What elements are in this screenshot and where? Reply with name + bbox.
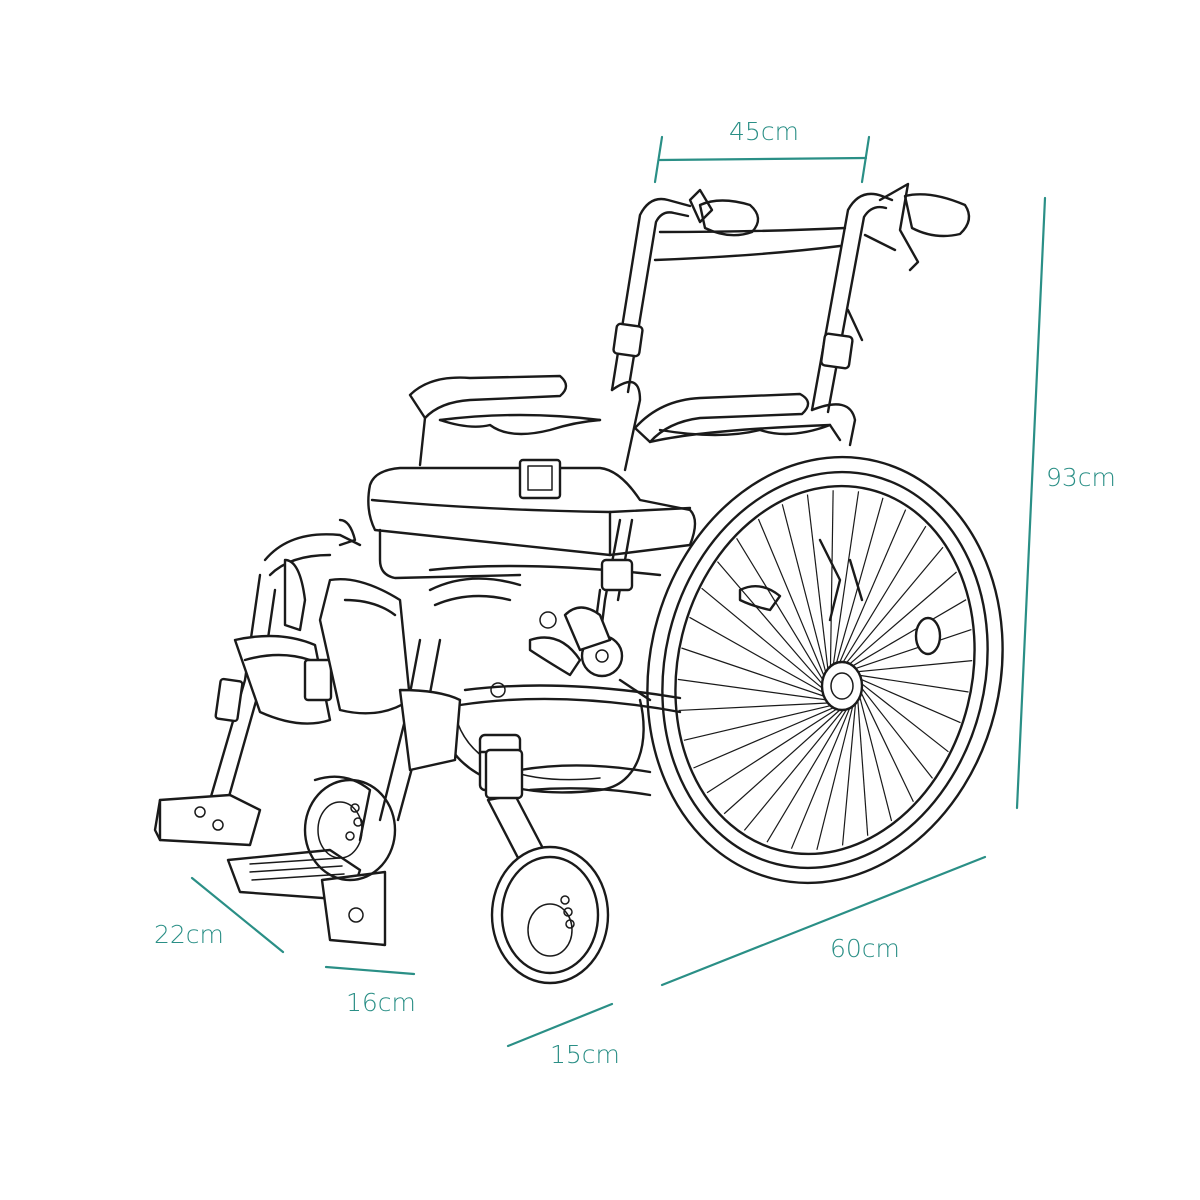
wheel-spoke — [790, 704, 852, 849]
dimension-length: 60cm — [660, 855, 987, 987]
wheel-spoke — [859, 681, 949, 753]
rear-wheel-spokes — [677, 490, 973, 850]
wheel-spoke — [717, 561, 825, 687]
wheel-spoke — [678, 702, 831, 712]
footrest-depth-label: 22cm — [154, 920, 224, 949]
leg-rest-right — [226, 577, 522, 947]
wheel-spoke — [743, 707, 846, 831]
backrest-frame — [610, 182, 971, 472]
dimension-height: 93cm — [1015, 196, 1116, 810]
caster-wheel-front — [484, 748, 610, 985]
wheel-spoke — [858, 693, 893, 822]
wheel-spoke — [838, 509, 907, 665]
caster-wheel-rear — [303, 778, 397, 882]
wheel-spoke — [844, 546, 944, 665]
wheel-spoke — [832, 491, 860, 668]
dimension-footrest-width: 16cm — [324, 965, 416, 1017]
wheel-spoke — [841, 700, 857, 846]
wheel-spoke — [781, 504, 827, 676]
wheel-spoke — [766, 706, 849, 843]
wheel-spoke — [841, 525, 927, 665]
wheel-spoke — [816, 702, 855, 850]
wheel-spoke — [855, 660, 973, 673]
wheel-spoke — [829, 490, 834, 670]
dimension-backrest-width: 45cm — [653, 117, 871, 184]
wheel-spoke — [856, 696, 869, 836]
wheel-spoke — [857, 674, 969, 693]
wheel-spoke — [689, 616, 826, 695]
wheelchair-icon — [153, 182, 1004, 985]
wheel-spoke — [859, 685, 934, 779]
wheel-spoke — [859, 689, 914, 802]
wheel-spoke — [701, 587, 825, 691]
wheel-spoke — [683, 704, 834, 741]
wheel-spoke — [693, 706, 837, 769]
height-label: 93cm — [1046, 463, 1116, 492]
wheel-spoke — [736, 537, 825, 683]
wheel-spoke — [853, 628, 972, 670]
seat — [367, 458, 697, 557]
dimension-caster-width: 15cm — [506, 1002, 620, 1069]
footrest-width-label: 16cm — [346, 988, 416, 1017]
wheel-spoke — [757, 518, 826, 679]
wheel-spoke — [706, 707, 840, 794]
wheel-spoke — [850, 599, 967, 668]
wheel-spoke — [681, 647, 827, 698]
wheel-spoke — [723, 707, 843, 815]
side-frame — [378, 518, 864, 797]
caster-width-label: 15cm — [550, 1040, 620, 1069]
wheel-spoke — [858, 677, 961, 724]
rear-wheel — [646, 455, 1004, 885]
leg-rest-left — [153, 518, 362, 847]
wheel-spoke — [835, 497, 884, 666]
dimension-footrest-depth: 22cm — [154, 876, 285, 954]
length-label: 60cm — [830, 934, 900, 963]
wheel-spoke — [806, 494, 829, 672]
armrests — [408, 374, 842, 467]
wheel-spoke — [847, 571, 957, 666]
backrest-width-label: 45cm — [729, 117, 799, 146]
wheel-spoke — [677, 678, 829, 701]
